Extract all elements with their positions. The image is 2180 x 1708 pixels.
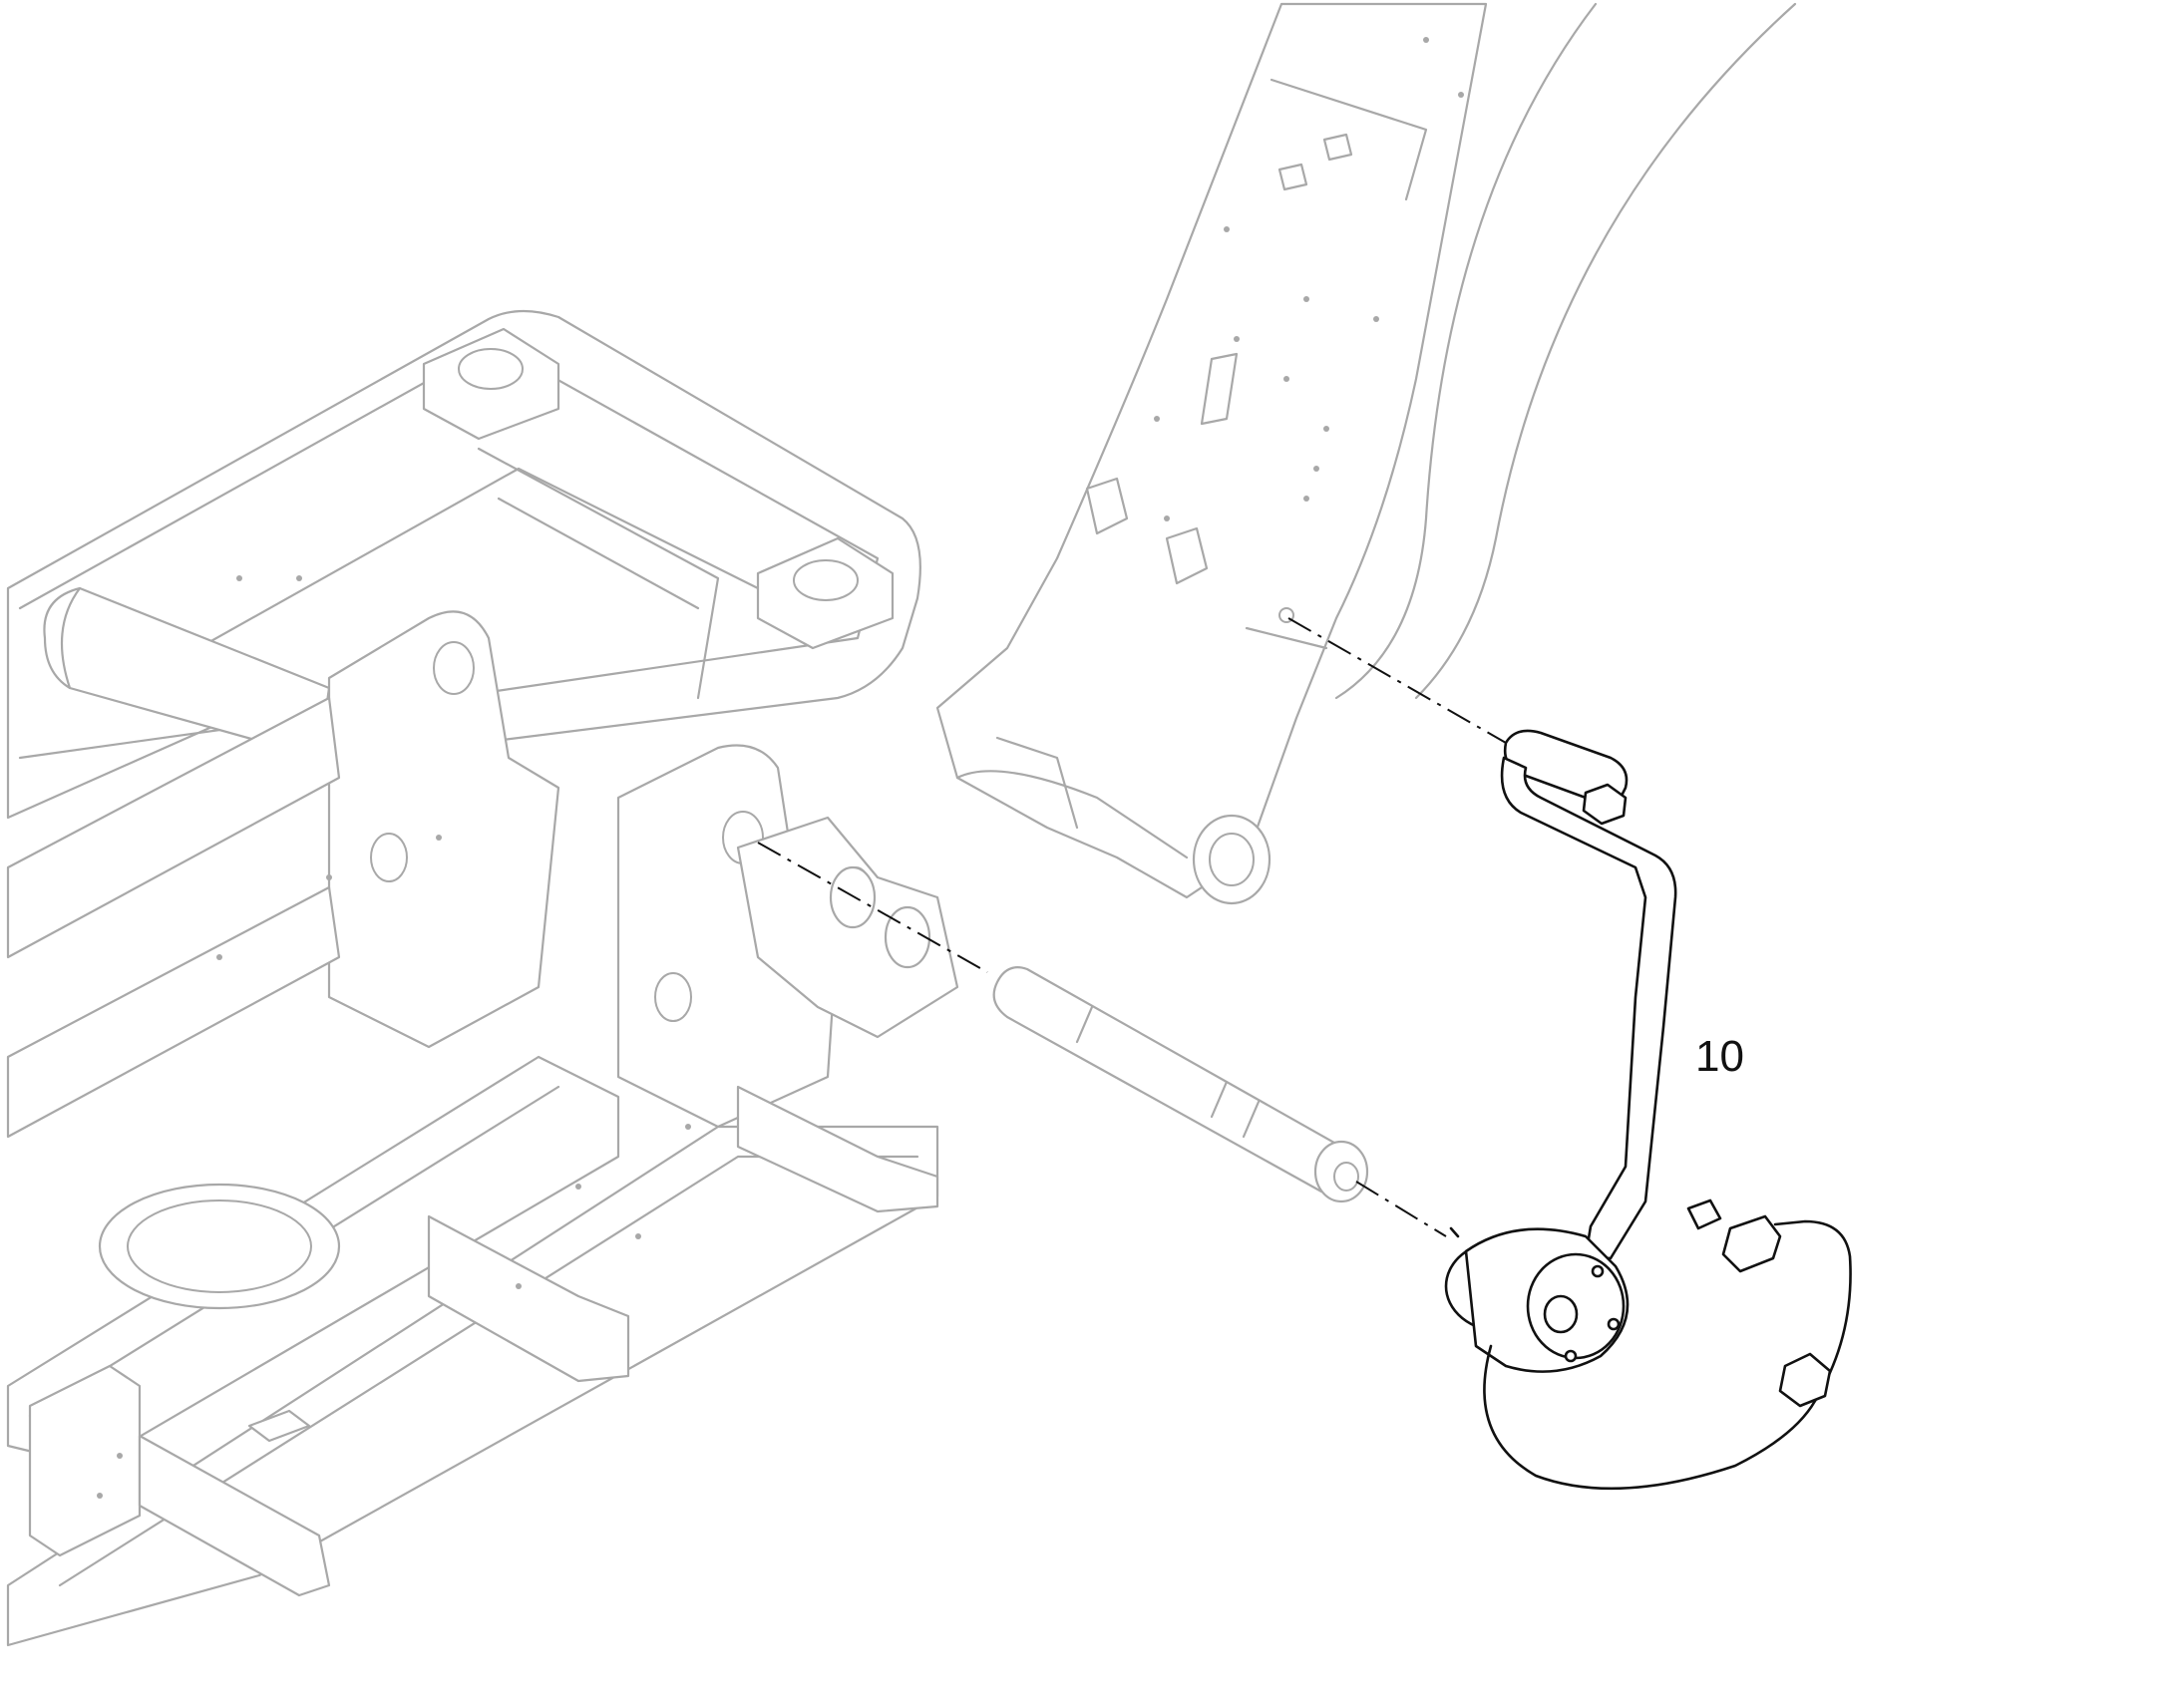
boom-arm — [935, 2, 1797, 905]
boom-outer-arm — [1334, 2, 1598, 700]
leader-line-pin-to-sensor — [1355, 1181, 1447, 1237]
sensor-screw-1 — [1591, 1264, 1605, 1278]
sensor-link-arm — [1500, 756, 1677, 1260]
boom-slot — [1200, 352, 1239, 426]
sensor-clip-tab — [1582, 783, 1628, 826]
pivot-pin-shaft — [992, 966, 1343, 1194]
leader-line-pin-to-axis — [757, 842, 988, 973]
frame-side-arm — [6, 696, 341, 959]
callout-part-10: 10 — [1695, 1032, 1744, 1081]
frame-outrigger-2 — [427, 1214, 630, 1383]
pivot-pin — [829, 865, 1369, 1203]
leader-line-boom-to-sensor — [1287, 617, 1507, 744]
sensor-shaft-bore — [1543, 1294, 1579, 1334]
sensor-cable — [1483, 1344, 1817, 1491]
frame-left-rail — [6, 885, 341, 1139]
sensor-screw-3 — [1564, 1349, 1578, 1363]
frame-outrigger-1 — [736, 1085, 939, 1213]
sensor-cable-right — [1773, 1219, 1852, 1403]
machine-frame — [6, 309, 959, 1647]
sensor-connector-lower — [1778, 1352, 1832, 1408]
sensor-stud — [1449, 1226, 1460, 1238]
frame-small-plate — [247, 1409, 311, 1443]
sensor-connector-plug — [1721, 1214, 1782, 1273]
boom-pad-1 — [1085, 477, 1129, 535]
sensor-screw-2 — [1607, 1317, 1621, 1331]
pivot-bushing-1 — [829, 865, 877, 929]
part-10-angle-sensor-assembly — [1444, 729, 1852, 1491]
boom-pad-2 — [1165, 526, 1209, 585]
frame-end-bracket — [28, 1364, 142, 1557]
pivot-bushing-2 — [884, 905, 931, 969]
boom-tab-2 — [1322, 133, 1353, 162]
sensor-connector-cap — [1686, 1198, 1722, 1230]
boom-arm-body — [935, 2, 1488, 899]
boom-tab-1 — [1277, 163, 1308, 191]
frame-mount-tower-left — [327, 610, 560, 1049]
frame-rear-bracket — [138, 1434, 331, 1597]
